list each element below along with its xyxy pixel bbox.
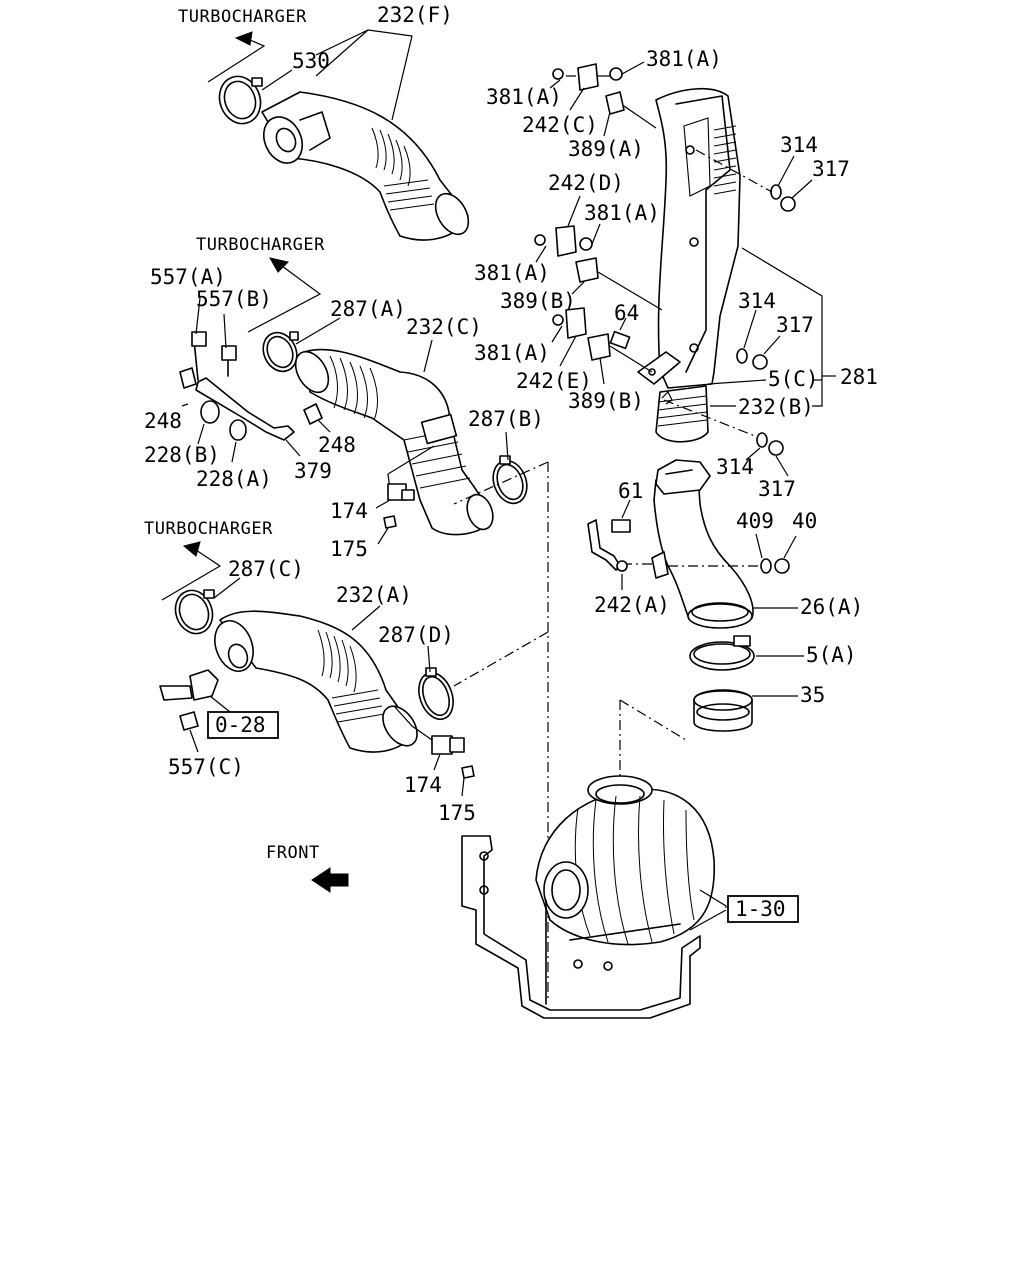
callout-228B: 228(B): [144, 443, 220, 467]
ref-box-0-28[interactable]: [207, 711, 279, 739]
callout-409: 409: [736, 509, 774, 533]
sensor-0-28: [159, 669, 231, 753]
callout-379: 379: [294, 459, 332, 483]
sensor-174-upper: [375, 445, 435, 545]
clamp-530: [218, 75, 263, 125]
callout-242C: 242(C): [522, 113, 598, 137]
callout-381A-3: 381(A): [584, 201, 660, 225]
callout-381A-2: 381(A): [486, 85, 562, 109]
turbo-arrow-top: [207, 31, 266, 83]
hose-232A: [214, 610, 418, 753]
callout-287A: 287(A): [330, 297, 406, 321]
callout-232C: 232(C): [406, 315, 482, 339]
turbo-arrow-left: [161, 541, 222, 601]
hardware-242C-group: [549, 61, 657, 137]
callout-381A-5: 381(A): [474, 341, 550, 365]
callout-557B: 557(B): [196, 287, 272, 311]
callout-281: 281: [840, 365, 878, 389]
callout-175-lower: 175: [438, 801, 476, 825]
clamp-5A: [689, 635, 755, 671]
turbocharger-label-left: TURBOCHARGER: [144, 519, 273, 539]
pipe-379-assembly: [179, 297, 331, 463]
clamp-287C: [174, 589, 215, 635]
callout-64: 64: [614, 301, 639, 325]
pipe-26A: [651, 459, 754, 629]
hose-232B: [655, 385, 709, 443]
callout-287D: 287(D): [378, 623, 454, 647]
sensor-174-lower: [393, 705, 475, 797]
callout-232A: 232(A): [336, 583, 412, 607]
callout-232B: 232(B): [738, 395, 814, 419]
callout-228A: 228(A): [196, 467, 272, 491]
callout-557A: 557(A): [150, 265, 226, 289]
bracket-61: [587, 499, 656, 590]
callout-174-upper: 174: [330, 499, 368, 523]
ref-box-1-30[interactable]: [727, 895, 799, 923]
callout-557C: 557(C): [168, 755, 244, 779]
callout-287B: 287(B): [468, 407, 544, 431]
callout-317-top: 317: [812, 157, 850, 181]
callout-317-low: 317: [758, 477, 796, 501]
callout-530: 530: [292, 49, 330, 73]
callout-242D: 242(D): [548, 171, 624, 195]
callout-174-lower: 174: [404, 773, 442, 797]
callout-35: 35: [800, 683, 825, 707]
callout-242A: 242(A): [594, 593, 670, 617]
callout-314-low: 314: [716, 455, 754, 479]
washer-nut-314-317-top: [695, 149, 813, 212]
callout-248-right: 248: [318, 433, 356, 457]
callout-314-mid: 314: [738, 289, 776, 313]
front-arrow-icon: [311, 867, 349, 893]
ref-1-30[interactable]: 1-30: [735, 897, 786, 921]
callout-26A: 26(A): [800, 595, 863, 619]
callout-175-upper: 175: [330, 537, 368, 561]
turbo-arrow-mid: [247, 257, 322, 333]
callout-389B-2: 389(B): [568, 389, 644, 413]
turbocharger-label-top: TURBOCHARGER: [178, 7, 307, 27]
callout-248-left: 248: [144, 409, 182, 433]
callout-314-top: 314: [780, 133, 818, 157]
hardware-242E-group: [551, 307, 653, 385]
callout-5C: 5(C): [768, 367, 819, 391]
hardware-242D-group: [534, 195, 663, 311]
washer-nut-314-317-low: [663, 399, 789, 477]
callout-232F: 232(F): [377, 3, 453, 27]
callout-242E: 242(E): [516, 369, 592, 393]
callout-381A-1: 381(A): [646, 47, 722, 71]
ring-35: [693, 689, 753, 732]
callout-381A-4: 381(A): [474, 261, 550, 285]
air-duct-281: [637, 87, 741, 389]
callout-40: 40: [792, 509, 817, 533]
callout-287C: 287(C): [228, 557, 304, 581]
callout-389B-1: 389(B): [500, 289, 576, 313]
turbocharger-label-mid: TURBOCHARGER: [196, 235, 325, 255]
callout-389A: 389(A): [568, 137, 644, 161]
washer-nut-314-317-mid: [736, 309, 781, 370]
washer-nut-409-40: [668, 533, 797, 574]
front-label: FRONT: [266, 843, 320, 863]
clamp-287A: [262, 331, 299, 373]
ref-0-28[interactable]: 0-28: [215, 713, 266, 737]
air-cleaner-assembly: [461, 775, 716, 1019]
hose-232F: [261, 91, 470, 241]
clamp-287B: [492, 455, 528, 505]
hose-232C: [294, 348, 494, 536]
callout-5A: 5(A): [806, 643, 857, 667]
callout-317-mid: 317: [776, 313, 814, 337]
callout-61: 61: [618, 479, 643, 503]
clamp-287D: [418, 667, 454, 721]
